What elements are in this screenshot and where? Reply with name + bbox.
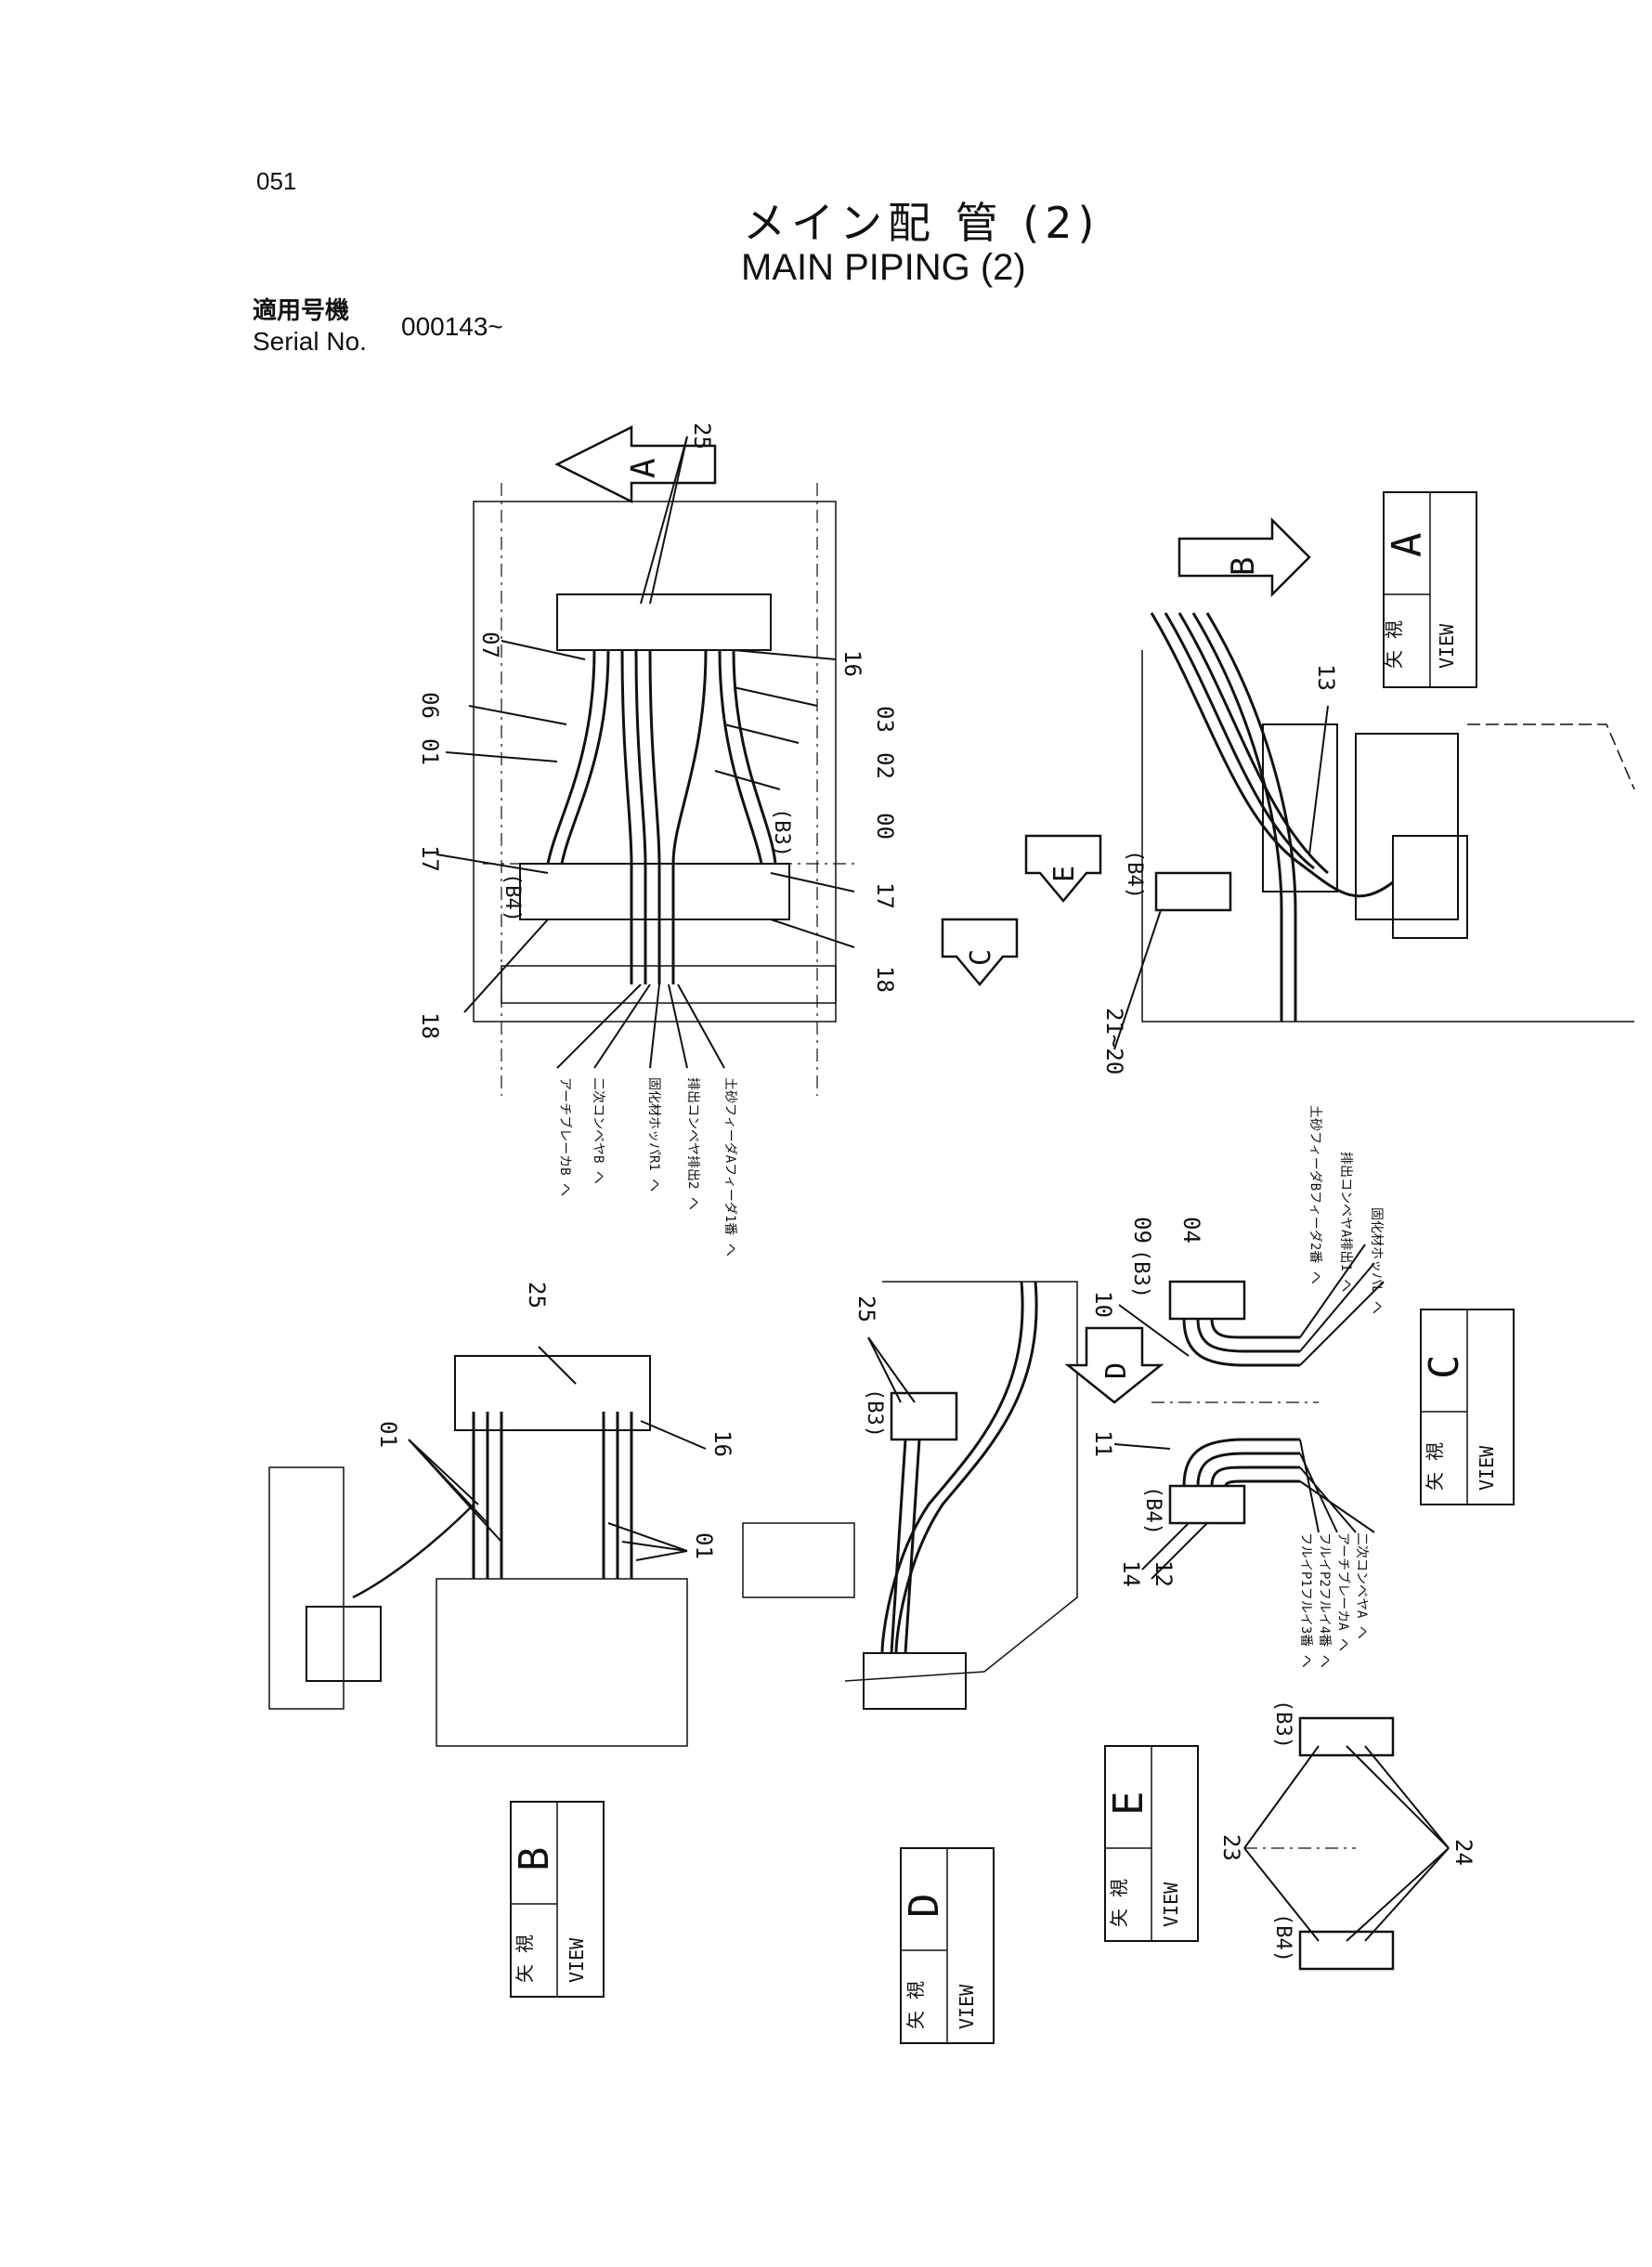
arrow-c-label: C <box>965 949 997 966</box>
view-a <box>941 491 1635 1050</box>
view-en-label: VIEW <box>566 1937 588 1983</box>
part-label: 18 <box>417 1012 443 1039</box>
arrow-b-label: B <box>1225 557 1262 576</box>
part-label: 16 <box>709 1430 735 1457</box>
view-letter-e: E <box>1105 1791 1152 1817</box>
view-letter-d: D <box>901 1894 948 1919</box>
view-d <box>742 1281 1078 2044</box>
part-label: 10 <box>1090 1291 1116 1318</box>
view-jp-label: 矢 視 <box>514 1935 536 1983</box>
part-label: 00 <box>872 813 898 840</box>
destination-label: 固化材ホッパL へ <box>1369 1207 1384 1314</box>
view-letter-c: C <box>1421 1355 1468 1380</box>
page-number: 051 <box>256 167 297 195</box>
part-label: 02 <box>872 752 898 779</box>
part-label: 18 <box>872 966 898 993</box>
part-label: 17 <box>417 845 443 872</box>
part-label: 21~20 <box>1101 1008 1127 1075</box>
part-label: 01 <box>417 738 443 765</box>
view-c <box>1064 1244 1515 1580</box>
main-view <box>436 424 855 1096</box>
port-label-b4: (B4) <box>1141 1486 1164 1535</box>
part-label: 13 <box>1313 664 1339 691</box>
part-label: 01 <box>375 1421 401 1448</box>
port-label-b4: (B4) <box>1271 1913 1294 1962</box>
destination-label: 土砂フィーダAフィーダ1番 へ <box>722 1077 737 1257</box>
destination-label: フルイP1フルイ3番 へ <box>1298 1532 1313 1668</box>
part-label: 25 <box>524 1282 550 1309</box>
view-en-label: VIEW <box>1476 1445 1498 1491</box>
view-letter-a: A <box>1384 533 1431 558</box>
arrow-a-label: A <box>625 458 663 478</box>
part-label: 25 <box>689 423 715 449</box>
title-japanese: メイン配 管 (2) <box>743 198 1100 248</box>
part-label: 16 <box>839 650 865 677</box>
view-en-label: VIEW <box>1160 1882 1182 1927</box>
part-label: 12 <box>1151 1560 1177 1587</box>
part-label: 03 <box>872 706 898 733</box>
serial-number-value: 000143~ <box>401 312 503 341</box>
view-e <box>1104 1716 1450 1971</box>
destination-label: アーチブレーカB へ <box>557 1077 573 1196</box>
part-label: 04 <box>1178 1217 1204 1244</box>
part-label: 06 <box>417 692 443 719</box>
destination-label: 二次コンベヤA へ <box>1354 1532 1369 1639</box>
view-jp-label: 矢 視 <box>1108 1879 1130 1927</box>
arrow-d-label: D <box>1100 1362 1133 1379</box>
port-label-b3: (B3) <box>770 808 793 857</box>
port-label-b4: (B4) <box>501 873 524 922</box>
port-label-b3: (B3) <box>863 1388 886 1438</box>
destination-label: 排出コンベヤ排出2 へ <box>685 1077 700 1210</box>
part-label: 23 <box>1218 1834 1244 1861</box>
view-jp-label: 矢 視 <box>904 1981 927 2029</box>
port-label-b3: (B3) <box>1129 1249 1152 1298</box>
part-label: 01 <box>691 1532 717 1559</box>
destination-label: 固化材ホッパR1 へ <box>646 1077 661 1192</box>
port-label-b4: (B4) <box>1123 850 1146 899</box>
destination-label: フルイP2フルイ4番 へ <box>1317 1532 1332 1668</box>
part-label: 24 <box>1450 1839 1476 1866</box>
destination-label: アーチブレーカA へ <box>1335 1532 1351 1651</box>
part-label: 25 <box>853 1296 879 1322</box>
part-label: 14 <box>1118 1560 1144 1587</box>
part-label: 09 <box>1129 1217 1155 1244</box>
part-label: 11 <box>1090 1430 1116 1457</box>
destination-label: 排出コンベヤA排出1 へ <box>1338 1152 1353 1292</box>
view-jp-label: 矢 視 <box>1424 1442 1446 1491</box>
arrow-e-label: E <box>1048 866 1081 882</box>
part-label: 07 <box>477 632 503 658</box>
serial-label-japanese: 適用号機 <box>253 297 350 325</box>
destination-label: 二次コンベヤB へ <box>591 1077 605 1184</box>
view-en-label: VIEW <box>956 1984 978 2029</box>
serial-label-english: Serial No. <box>253 327 367 356</box>
view-letter-b: B <box>511 1847 558 1872</box>
view-b <box>268 1346 707 1998</box>
part-label: 17 <box>872 882 898 909</box>
view-en-label: VIEW <box>1436 623 1458 669</box>
port-label-b3: (B3) <box>1271 1700 1294 1749</box>
title-english: MAIN PIPING (2) <box>741 247 1026 288</box>
view-jp-label: 矢 視 <box>1383 620 1405 669</box>
destination-label: 土砂フィーダBフィーダ2番 へ <box>1307 1105 1322 1284</box>
